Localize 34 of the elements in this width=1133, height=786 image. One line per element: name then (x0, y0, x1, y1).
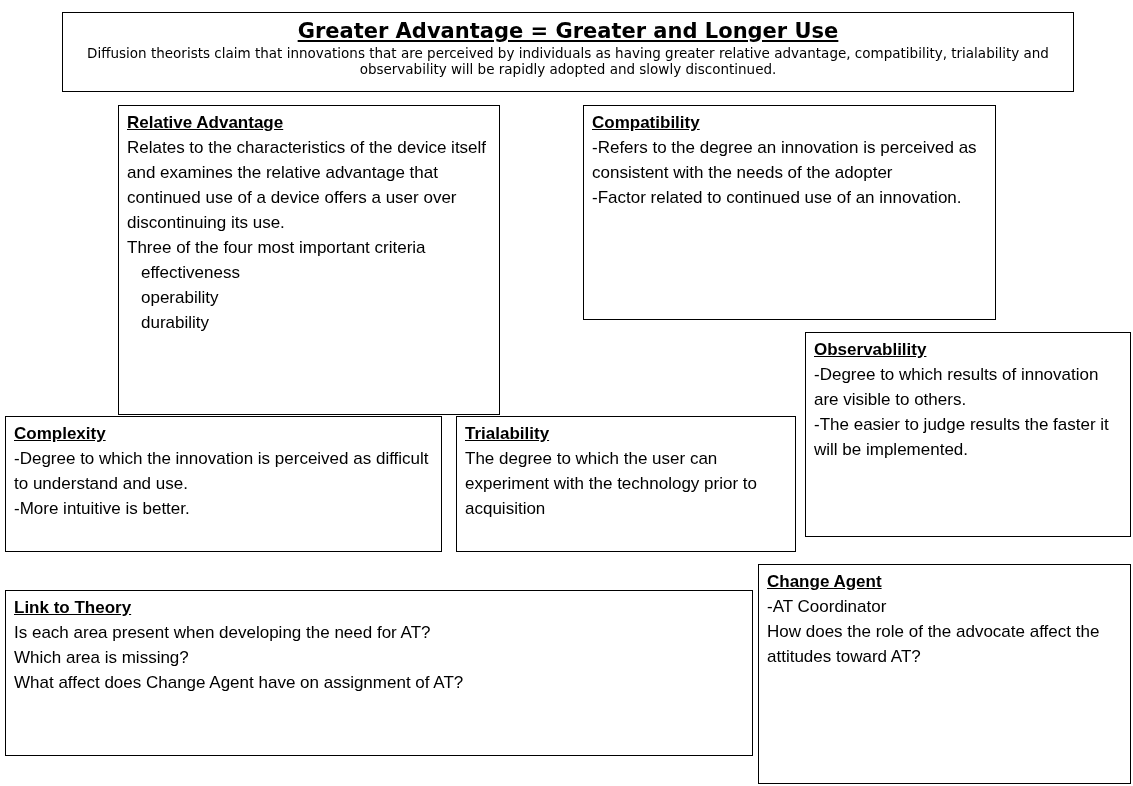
body-text: -Degree to which the innovation is perceived as difficult to understand and use. (14, 448, 430, 495)
heading: Compatibility (592, 112, 700, 134)
body-text: durability (140, 312, 211, 334)
summary-box (62, 12, 1074, 92)
body-text: Which area is missing? (14, 647, 190, 669)
heading: Complexity (14, 423, 106, 445)
concept-box (5, 590, 753, 756)
body-text: -Factor related to continued use of an innovation. (592, 187, 963, 209)
concept-box (5, 416, 442, 552)
body-text: operability (140, 287, 220, 309)
body-text: -AT Coordinator (767, 596, 888, 618)
heading: Greater Advantage = Greater and Longer Use (297, 18, 839, 45)
body-text: -Degree to which results of innovation are visible to others. (814, 364, 1100, 411)
body-text: Relates to the characteristics of the device itself and examines the relative advantage that continued use of a device offers a user over discontinuing its use. (127, 137, 488, 234)
body-text: Diffusion theorists claim that innovations that are perceived by individuals as having greater relative advantage, compatibility, trialability and observability will be rapidly adopted and slowly discontinued. (86, 45, 1050, 77)
concept-box (118, 105, 500, 415)
concept-box (805, 332, 1131, 537)
heading: Trialability (465, 423, 550, 445)
concept-box (583, 105, 996, 320)
body-text: Three of the four most important criteria (127, 237, 427, 259)
concept-box (456, 416, 796, 552)
body-text: -More intuitive is better. (14, 498, 191, 520)
concept-box (758, 564, 1131, 784)
body-text: How does the role of the advocate affect the attitudes toward AT? (767, 621, 1101, 668)
body-text: What affect does Change Agent have on assignment of AT? (14, 672, 465, 694)
heading: Observablility (814, 339, 927, 361)
heading: Relative Advantage (127, 112, 284, 134)
heading: Change Agent (767, 571, 882, 593)
body-text: -The easier to judge results the faster it will be implemented. (814, 414, 1110, 461)
body-text: Is each area present when developing the need for AT? (14, 622, 432, 644)
body-text: -Refers to the degree an innovation is perceived as consistent with the needs of the adopter (592, 137, 978, 184)
body-text: effectiveness (140, 262, 241, 284)
body-text: The degree to which the user can experiment with the technology prior to acquisition (465, 448, 758, 520)
heading: Link to Theory (14, 597, 132, 619)
